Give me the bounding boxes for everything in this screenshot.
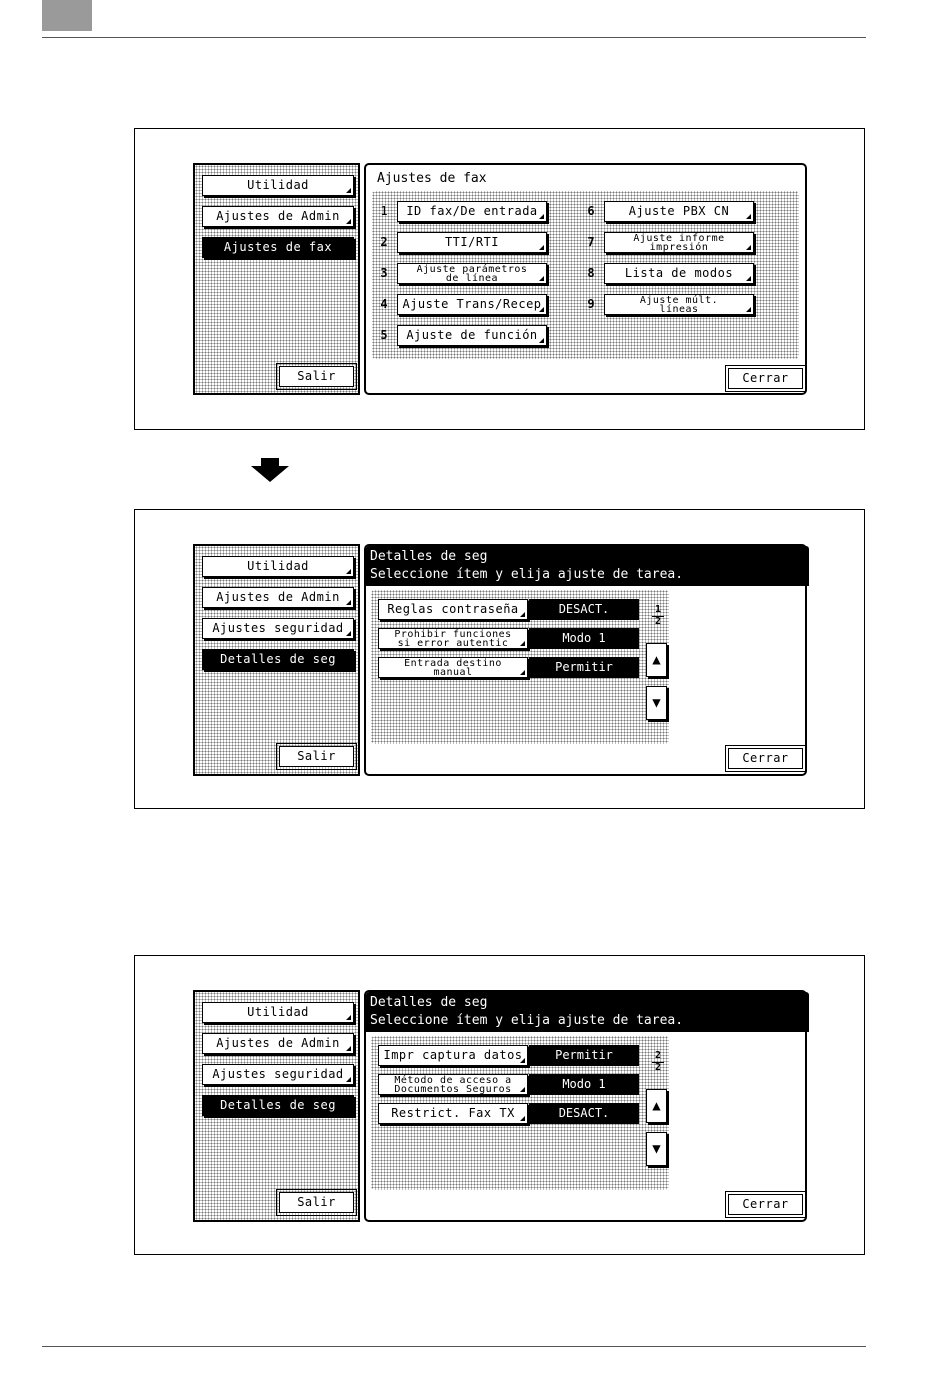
setting-value: DESACT. bbox=[529, 1103, 639, 1124]
tti-rti-button[interactable]: TTI/RTI bbox=[397, 232, 547, 253]
ajuste-funcion-button[interactable]: Ajuste de función bbox=[397, 325, 547, 346]
bottom-rule bbox=[42, 1346, 866, 1347]
utilidad-button[interactable]: Utilidad bbox=[202, 1002, 354, 1023]
salir-button[interactable]: Salir bbox=[276, 743, 357, 770]
down-arrow-icon bbox=[251, 458, 289, 482]
page-current: 1 bbox=[654, 604, 662, 615]
lista-modos-button[interactable]: Lista de modos bbox=[604, 263, 754, 284]
security-details-figure-1: Utilidad Ajustes de Admin Ajustes seguri… bbox=[134, 509, 865, 809]
header-tab-marker bbox=[42, 0, 92, 31]
security-details-figure-2: Utilidad Ajustes de Admin Ajustes seguri… bbox=[134, 955, 865, 1255]
id-fax-button[interactable]: ID fax/De entrada bbox=[397, 201, 547, 222]
ajuste-parametros-linea-button[interactable]: Ajuste parámetros de línea bbox=[397, 263, 547, 284]
ajustes-admin-button[interactable]: Ajustes de Admin bbox=[202, 1033, 354, 1054]
cerrar-button[interactable]: Cerrar bbox=[725, 365, 806, 392]
page-subtitle: Seleccione ítem y elija ajuste de tarea. bbox=[370, 567, 684, 582]
metodo-acceso-documentos-button[interactable]: Método de acceso a Documentos Seguros bbox=[378, 1074, 528, 1095]
settings-list: Reglas contraseña DESACT. Prohibir funci… bbox=[371, 590, 669, 744]
detalles-seg-button[interactable]: Detalles de seg bbox=[202, 649, 354, 670]
ajuste-pbx-cn-button[interactable]: Ajuste PBX CN bbox=[604, 201, 754, 222]
page-current: 2 bbox=[654, 1050, 662, 1061]
scroll-down-icon[interactable]: ▼ bbox=[646, 1132, 667, 1166]
details-header: Detalles de seg Seleccione ítem y elija … bbox=[366, 546, 809, 586]
setting-value: Modo 1 bbox=[529, 628, 639, 649]
left-menu: Utilidad Ajustes de Admin Ajustes de fax… bbox=[193, 163, 360, 395]
page-title: Detalles de seg bbox=[370, 995, 488, 1010]
details-main-panel: Detalles de seg Seleccione ítem y elija … bbox=[364, 544, 809, 776]
item-number: 8 bbox=[587, 266, 595, 280]
ajustes-seguridad-button[interactable]: Ajustes seguridad bbox=[202, 618, 354, 639]
ajustes-admin-button[interactable]: Ajustes de Admin bbox=[202, 206, 354, 227]
ajustes-fax-button[interactable]: Ajustes de fax bbox=[202, 237, 354, 258]
utilidad-button[interactable]: Utilidad bbox=[202, 175, 354, 196]
item-number: 2 bbox=[380, 235, 388, 249]
ajuste-trans-recep-button[interactable]: Ajuste Trans/Recep bbox=[397, 294, 547, 315]
page-subtitle: Seleccione ítem y elija ajuste de tarea. bbox=[370, 1013, 684, 1028]
setting-value: DESACT. bbox=[529, 599, 639, 620]
scroll-up-icon[interactable]: ▲ bbox=[646, 643, 667, 677]
prohibir-funciones-button[interactable]: Prohibir funciones si error autentic bbox=[378, 628, 528, 649]
utilidad-button[interactable]: Utilidad bbox=[202, 556, 354, 577]
ajuste-informe-impresion-button[interactable]: Ajuste informe impresión bbox=[604, 232, 754, 253]
scroll-down-icon[interactable]: ▼ bbox=[646, 686, 667, 720]
item-number: 6 bbox=[587, 204, 595, 218]
impr-captura-datos-button[interactable]: Impr captura datos bbox=[378, 1045, 528, 1066]
left-menu: Utilidad Ajustes de Admin Ajustes seguri… bbox=[193, 544, 360, 776]
setting-value: Modo 1 bbox=[529, 1074, 639, 1095]
scroll-up-icon[interactable]: ▲ bbox=[646, 1089, 667, 1123]
details-header: Detalles de seg Seleccione ítem y elija … bbox=[366, 992, 809, 1032]
page-total: 2 bbox=[654, 1062, 662, 1073]
top-rule bbox=[42, 37, 866, 38]
item-number: 3 bbox=[380, 266, 388, 280]
reglas-contrasena-button[interactable]: Reglas contraseña bbox=[378, 599, 528, 620]
salir-button[interactable]: Salir bbox=[276, 1189, 357, 1216]
security-details-screen-1: Utilidad Ajustes de Admin Ajustes seguri… bbox=[193, 544, 809, 776]
page-divider bbox=[652, 1062, 664, 1063]
details-main-panel: Detalles de seg Seleccione ítem y elija … bbox=[364, 990, 809, 1222]
fax-settings-screen: Utilidad Ajustes de Admin Ajustes de fax… bbox=[193, 163, 807, 395]
restrict-fax-tx-button[interactable]: Restrict. Fax TX bbox=[378, 1103, 528, 1124]
page-title: Ajustes de fax bbox=[377, 171, 487, 186]
ajustes-seguridad-button[interactable]: Ajustes seguridad bbox=[202, 1064, 354, 1085]
settings-list: Impr captura datos Permitir Método de ac… bbox=[371, 1036, 669, 1190]
setting-value: Permitir bbox=[529, 657, 639, 678]
ajustes-admin-button[interactable]: Ajustes de Admin bbox=[202, 587, 354, 608]
left-menu: Utilidad Ajustes de Admin Ajustes seguri… bbox=[193, 990, 360, 1222]
ajuste-mult-lineas-button[interactable]: Ajuste múlt. líneas bbox=[604, 294, 754, 315]
item-number: 9 bbox=[587, 297, 595, 311]
item-number: 7 bbox=[587, 235, 595, 249]
item-number: 4 bbox=[380, 297, 388, 311]
fax-main-panel: Ajustes de fax 1 ID fax/De entrada 2 TTI… bbox=[364, 163, 807, 395]
page-title: Detalles de seg bbox=[370, 549, 488, 564]
fax-settings-figure: Utilidad Ajustes de Admin Ajustes de fax… bbox=[134, 128, 865, 430]
item-number: 1 bbox=[380, 204, 388, 218]
detalles-seg-button[interactable]: Detalles de seg bbox=[202, 1095, 354, 1116]
page-total: 2 bbox=[654, 616, 662, 627]
page-divider bbox=[652, 616, 664, 617]
cerrar-button[interactable]: Cerrar bbox=[725, 1191, 806, 1218]
security-details-screen-2: Utilidad Ajustes de Admin Ajustes seguri… bbox=[193, 990, 809, 1222]
setting-value: Permitir bbox=[529, 1045, 639, 1066]
cerrar-button[interactable]: Cerrar bbox=[725, 745, 806, 772]
salir-button[interactable]: Salir bbox=[276, 363, 357, 390]
entrada-destino-manual-button[interactable]: Entrada destino manual bbox=[378, 657, 528, 678]
fax-options-area: 1 ID fax/De entrada 2 TTI/RTI 3 Ajuste p… bbox=[372, 191, 799, 359]
item-number: 5 bbox=[380, 328, 388, 342]
